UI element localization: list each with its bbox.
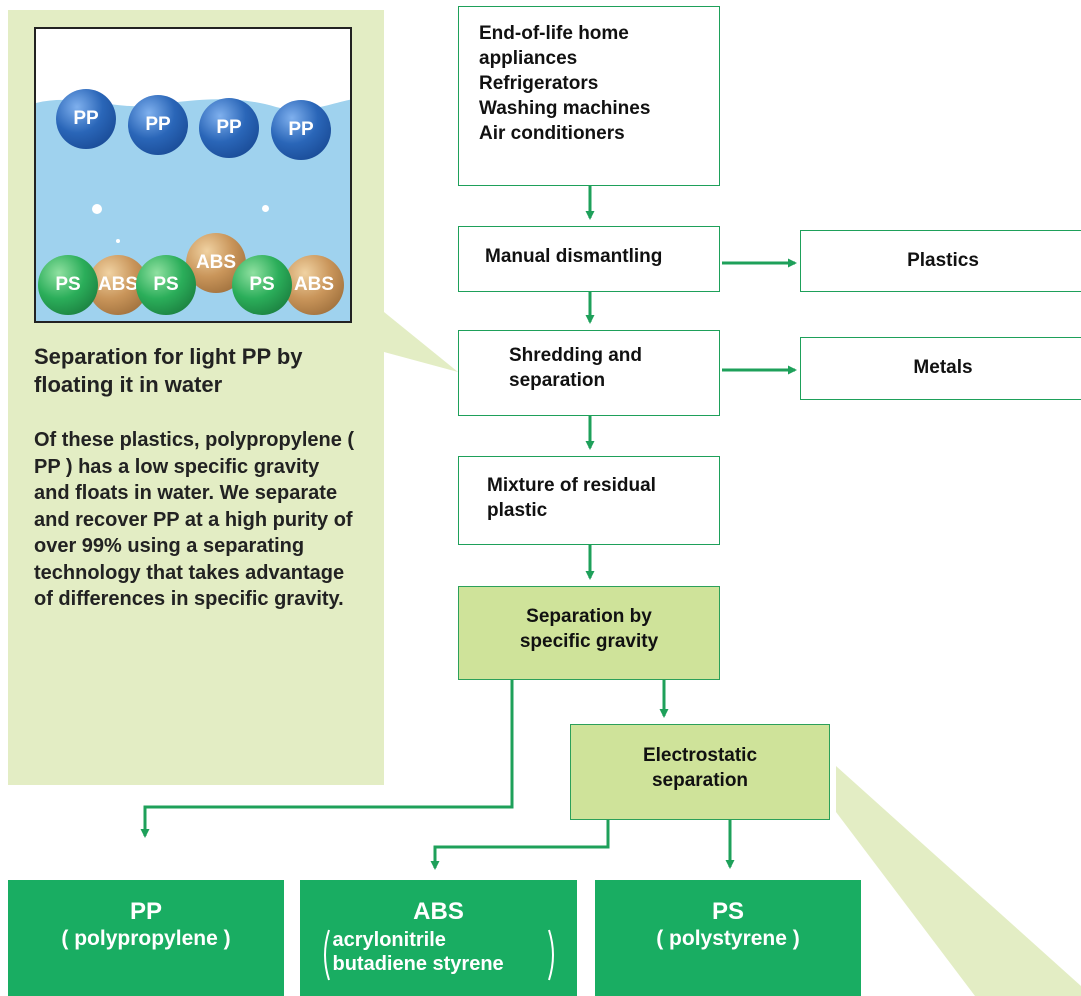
ps-particle: PS	[38, 255, 98, 315]
output-abs-box: ABS acrylonitrile butadiene styrene	[300, 880, 577, 996]
output-abs-name: ABS	[413, 898, 464, 925]
metals-box: Metals	[800, 337, 1081, 400]
callout-wedge-pp	[384, 312, 458, 372]
air-bubble-icon	[92, 204, 102, 214]
flotation-illustration: PP PP PP PP ABS PS ABS PS ABS PS	[34, 27, 352, 323]
residual-plastic-box: Mixture of residual plastic	[458, 456, 720, 545]
pp-particle: PP	[271, 100, 331, 160]
shredding-box: Shredding and separation	[458, 330, 720, 416]
plastics-box: Plastics	[800, 230, 1081, 292]
arrow-electrostatic-to-abs	[430, 820, 610, 870]
panel-caption: Separation for light PP by floating it i…	[34, 344, 303, 397]
gravity-separation-box: Separation by specific gravity	[458, 586, 720, 680]
air-bubble-icon	[262, 205, 269, 212]
input-appliance-item: Washing machines	[479, 98, 651, 119]
callout-wedge-electrostatic	[836, 766, 1081, 996]
pp-particle: PP	[128, 95, 188, 155]
input-appliances-box: End-of-life home appliances Refrigerator…	[458, 6, 720, 186]
panel-body-text: Of these plastics, polypropylene ( PP ) …	[34, 429, 355, 610]
arrow-gravity-to-pp	[140, 680, 514, 838]
input-appliances-title: End-of-life home appliances	[479, 23, 629, 69]
close-bracket-icon	[547, 929, 554, 981]
air-bubble-icon	[116, 239, 120, 243]
manual-dismantling-box: Manual dismantling	[458, 226, 720, 292]
ps-particle: PS	[232, 255, 292, 315]
output-ps-name: PS	[711, 898, 744, 925]
output-pp-name: PP	[129, 898, 162, 925]
pp-particle: PP	[199, 98, 259, 158]
open-bracket-icon	[323, 929, 330, 981]
output-pp-desc: ( polypropylene )	[61, 927, 231, 950]
pp-particle: PP	[56, 89, 116, 149]
output-abs-desc-line1: acrylonitrile	[332, 929, 446, 951]
output-ps-desc: ( polystyrene )	[656, 927, 800, 950]
abs-particle: ABS	[284, 255, 344, 315]
input-appliance-item: Air conditioners	[479, 123, 625, 144]
input-appliance-item: Refrigerators	[479, 73, 599, 94]
output-pp-box: PP ( polypropylene )	[8, 880, 284, 996]
ps-particle: PS	[136, 255, 196, 315]
output-ps-box: PS ( polystyrene )	[595, 880, 861, 996]
electrostatic-separation-box: Electrostatic separation	[570, 724, 830, 820]
output-abs-desc-line2: butadiene styrene	[332, 953, 504, 975]
